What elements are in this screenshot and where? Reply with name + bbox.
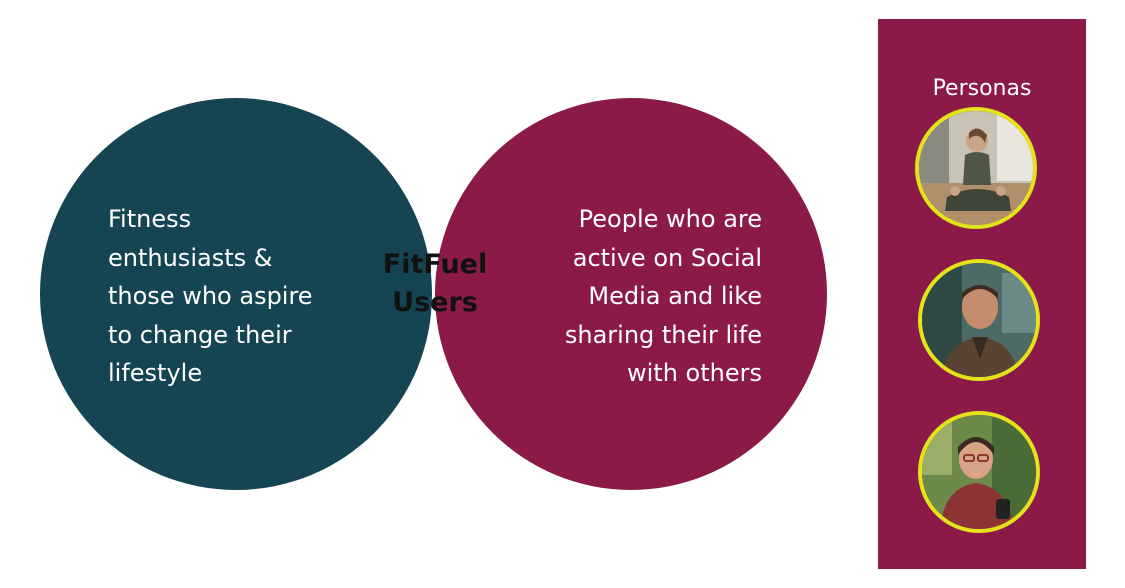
left-circle: [40, 98, 432, 490]
right-circle: [435, 98, 827, 490]
persona-man-photo: [918, 259, 1040, 381]
venn-diagram: [40, 98, 827, 490]
left-circle-label: Fitness enthusiasts & those who aspire t…: [108, 205, 313, 387]
persona-older-woman-photo: [918, 411, 1040, 533]
persona-yoga-woman-photo: [915, 107, 1037, 229]
personas-title: Personas: [932, 76, 1032, 101]
intersection-label: FitFuel Users: [382, 249, 488, 318]
personas-panel: Personas: [878, 19, 1086, 569]
right-circle-label: People who are active on Social Media an…: [564, 205, 762, 387]
